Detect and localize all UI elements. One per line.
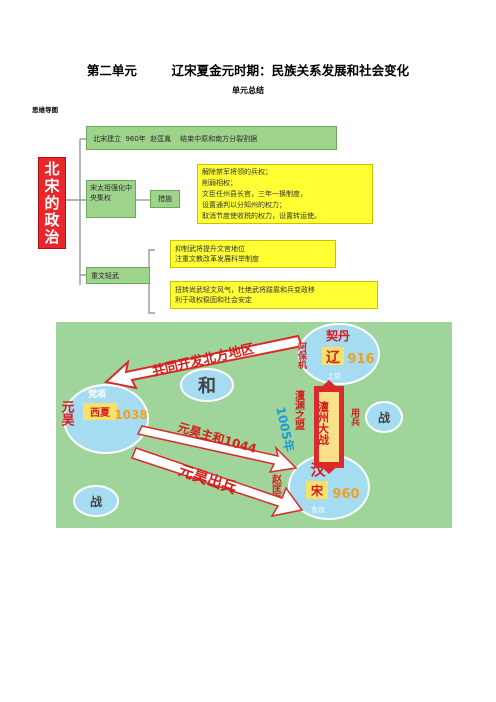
zhongwen-item: 抑制武将提升文官地位 — [175, 245, 245, 253]
chanzhou-arrow-up — [318, 380, 340, 390]
arrow-top — [103, 334, 304, 390]
zhongwen-item: 利于政权稳固和社会安定 — [175, 296, 252, 304]
zhan-right-circle — [365, 401, 403, 433]
measure-item: 削弱相权； — [202, 179, 237, 187]
he-label: 和 — [198, 376, 216, 397]
measure-item: 解除禁军将领的兵权； — [202, 168, 272, 176]
chanzhou-battle-label: 澶州大战 — [317, 400, 331, 446]
yongbing-label: 用兵 — [349, 408, 361, 427]
xixia-founder-label: 元昊 — [59, 400, 75, 427]
zhan-right-label: 战 — [378, 410, 390, 425]
xixia-year-label: 1038 — [114, 408, 147, 422]
arrow-bottom — [131, 447, 304, 518]
liao-capital-label: 上京 — [327, 371, 341, 380]
zhongwen-item: 扭转尚武轻文风气，杜绝武将跋扈和兵变政移 — [175, 286, 315, 294]
xixia-name-bg — [83, 403, 117, 420]
zhongwen-item: 注重文教改革发展科举制度 — [175, 255, 259, 263]
chanzhou-bar-inner — [319, 392, 339, 462]
mindmap-measures-box: 措施 — [150, 190, 180, 208]
zhan-left-label: 战 — [90, 494, 102, 509]
mindmap-zhongwen-box: 重文轻武 — [86, 267, 150, 284]
he-circle — [180, 368, 234, 402]
mindmap-zhongwen-detail-1: 抑制武将提升文官地位 注重文教改革发展科举制度 — [170, 240, 336, 268]
liao-qidan-label: 契丹 — [325, 328, 350, 343]
relations-map: 共同开发北方地区 和 战 战 契丹 辽 916 上京 阿保机 党项 西夏 103… — [56, 322, 452, 528]
mindmap-root: 北宋的政治 — [38, 157, 66, 249]
mindmap-zhao-box: 宋太祖强化中央集权 — [86, 180, 136, 218]
chanzhou-arrow-down — [318, 464, 340, 474]
song-name-label: 宋 — [311, 483, 324, 498]
xixia-name-label: 西夏 — [90, 407, 111, 419]
song-year-label: 960 — [332, 487, 359, 502]
measure-item: 设置通判以分知州的权力； — [202, 201, 286, 209]
xixia-dangxiang-label: 党项 — [88, 388, 106, 400]
mindmap-zhongwen-detail-2: 扭转尚武轻文风气，杜绝武将跋扈和兵变政移 利于政权稳固和社会安定 — [170, 281, 378, 309]
chanyuan-label: 澶渊之盟 — [293, 389, 305, 430]
liao-founder-label: 阿保机 — [296, 342, 308, 370]
arrow-middle — [136, 425, 298, 473]
mindmap-label: 思维导图 — [32, 106, 58, 114]
liao-name-label: 辽 — [326, 350, 341, 366]
measure-item: 取消节度使收税的权力，设置转运使。 — [202, 212, 321, 220]
mindmap-measures-detail: 解除禁军将领的兵权； 削弱相权； 文臣任州县长官，三年一换制度， 设置通判以分知… — [197, 164, 373, 224]
zhan-left-circle — [73, 485, 119, 517]
page-subtitle: 单元总结 — [232, 86, 264, 95]
song-capital-label: 东京 — [311, 505, 325, 514]
page-title: 第二单元 辽宋夏金元时期：民族关系发展和社会变化 — [86, 63, 410, 78]
mindmap-top-box: 北宋建立 960年 赵匡胤 结束中原和南方分裂割据 — [86, 126, 337, 150]
liao-name-bg — [322, 347, 344, 365]
song-name-bg — [306, 481, 328, 499]
liao-year-label: 916 — [347, 352, 374, 367]
measure-item: 文臣任州县长官，三年一换制度， — [202, 190, 307, 198]
mindmap-connectors — [66, 138, 155, 314]
